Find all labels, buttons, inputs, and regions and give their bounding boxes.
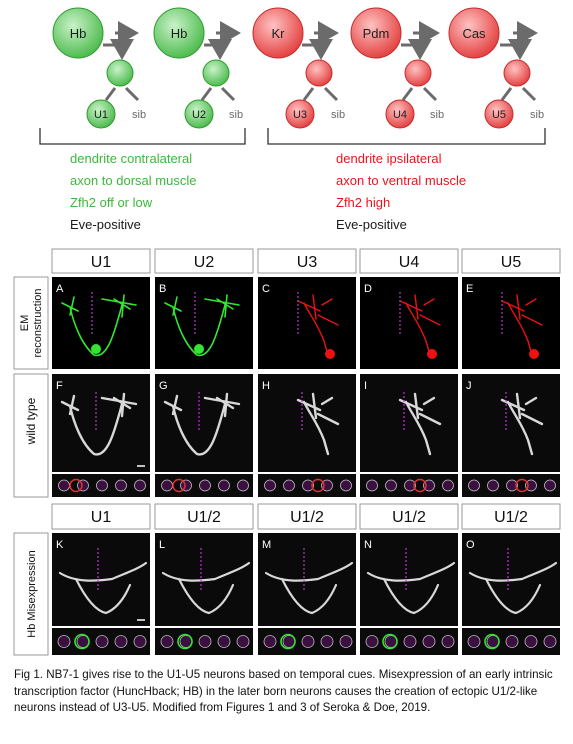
neuron-node — [86, 99, 116, 129]
sib-label: sib — [229, 109, 243, 121]
row-labels: EM reconstruction wild type Hb Misexpres… — [13, 276, 49, 656]
neuron-label: U1 — [94, 109, 108, 121]
left-trait-2: axon to dorsal muscle — [70, 173, 196, 188]
sib-label: sib — [430, 109, 444, 121]
gmc-node — [106, 59, 134, 87]
panel-letter: A — [56, 283, 64, 295]
right-trait-2: axon to ventral muscle — [336, 173, 466, 188]
gmc-node — [404, 59, 432, 87]
neuron-node — [285, 99, 315, 129]
neuron-node — [385, 99, 415, 129]
lineage-top-node — [153, 7, 205, 59]
mis-column-label-3: U1/2 — [290, 509, 324, 526]
neuron-label: U2 — [192, 109, 206, 121]
sib-label: sib — [530, 109, 544, 121]
image-panels: A F K B G L C H M D I N E J O — [52, 277, 560, 655]
panel-letter: B — [159, 283, 166, 295]
top-node-label: Hb — [171, 26, 188, 41]
row-label-em: EM — [19, 315, 31, 332]
sib-label: sib — [331, 109, 345, 121]
top-node-label: Hb — [70, 26, 87, 41]
neuron-label: U3 — [293, 109, 307, 121]
column-label-u1: U1 — [91, 254, 112, 271]
panel-letter: N — [364, 539, 372, 551]
left-bracket — [39, 128, 246, 145]
panel-letter: L — [159, 539, 165, 551]
column-label-u3: U3 — [297, 254, 318, 271]
lineage-top-node — [252, 7, 304, 59]
top-node-label: Pdm — [363, 26, 390, 41]
left-trait-4: Eve-positive — [70, 217, 141, 232]
panel-letter: G — [159, 380, 168, 392]
top-node-label: Kr — [272, 26, 286, 41]
column-headers-misexpression: U1 U1/2 U1/2 U1/2 U1/2 — [51, 503, 561, 530]
mis-column-label-4: U1/2 — [392, 509, 426, 526]
panel-letter: M — [262, 539, 271, 551]
row-label-wild-type: wild type — [24, 397, 38, 445]
sib-label: sib — [132, 109, 146, 121]
lineage-top-node — [52, 7, 104, 59]
left-trait-1: dendrite contralateral — [70, 151, 192, 166]
panel-letter: K — [56, 539, 64, 551]
row-label-em-2: reconstruction — [32, 288, 44, 357]
top-node-label: Cas — [462, 26, 486, 41]
right-trait-1: dendrite ipsilateral — [336, 151, 442, 166]
mis-column-label-5: U1/2 — [494, 509, 528, 526]
panel-letter: H — [262, 380, 270, 392]
panel-letter: E — [466, 283, 473, 295]
column-headers-top: U1 U2 U3 U4 U5 — [51, 248, 561, 274]
panel-letter: D — [364, 283, 372, 295]
right-bracket — [267, 128, 546, 145]
gmc-node — [503, 59, 531, 87]
panel-letter: C — [262, 283, 270, 295]
column-label-u4: U4 — [399, 254, 420, 271]
neuron-node — [184, 99, 214, 129]
neuron-label: U4 — [393, 109, 407, 121]
right-trait-3: Zfh2 high — [336, 195, 390, 210]
neuron-node — [484, 99, 514, 129]
panel-letter: I — [364, 380, 367, 392]
left-trait-3: Zfh2 off or low — [70, 195, 153, 210]
panel-letter: F — [56, 380, 63, 392]
lineage-diagram: Hb Hb Kr Pdm Cas U1 U2 U3 U4 U5 sib sib … — [39, 7, 546, 232]
column-label-u2: U2 — [194, 254, 215, 271]
mis-column-label-1: U1 — [91, 509, 112, 526]
panel-letter: O — [466, 539, 475, 551]
lineage-top-node — [448, 7, 500, 59]
panel-letter: J — [466, 380, 472, 392]
row-label-hb-misexpression: Hb Misexpression — [26, 550, 38, 637]
lineage-top-node — [350, 7, 402, 59]
mis-column-label-2: U1/2 — [187, 509, 221, 526]
figure-caption: Fig 1. NB7-1 gives rise to the U1-U5 neu… — [14, 668, 553, 714]
neuron-label: U5 — [492, 109, 506, 121]
figure-svg: Hb Hb Kr Pdm Cas U1 U2 U3 U4 U5 sib sib … — [13, 7, 561, 656]
right-trait-4: Eve-positive — [336, 217, 407, 232]
gmc-node — [305, 59, 333, 87]
column-label-u5: U5 — [501, 254, 522, 271]
gmc-node — [202, 59, 230, 87]
